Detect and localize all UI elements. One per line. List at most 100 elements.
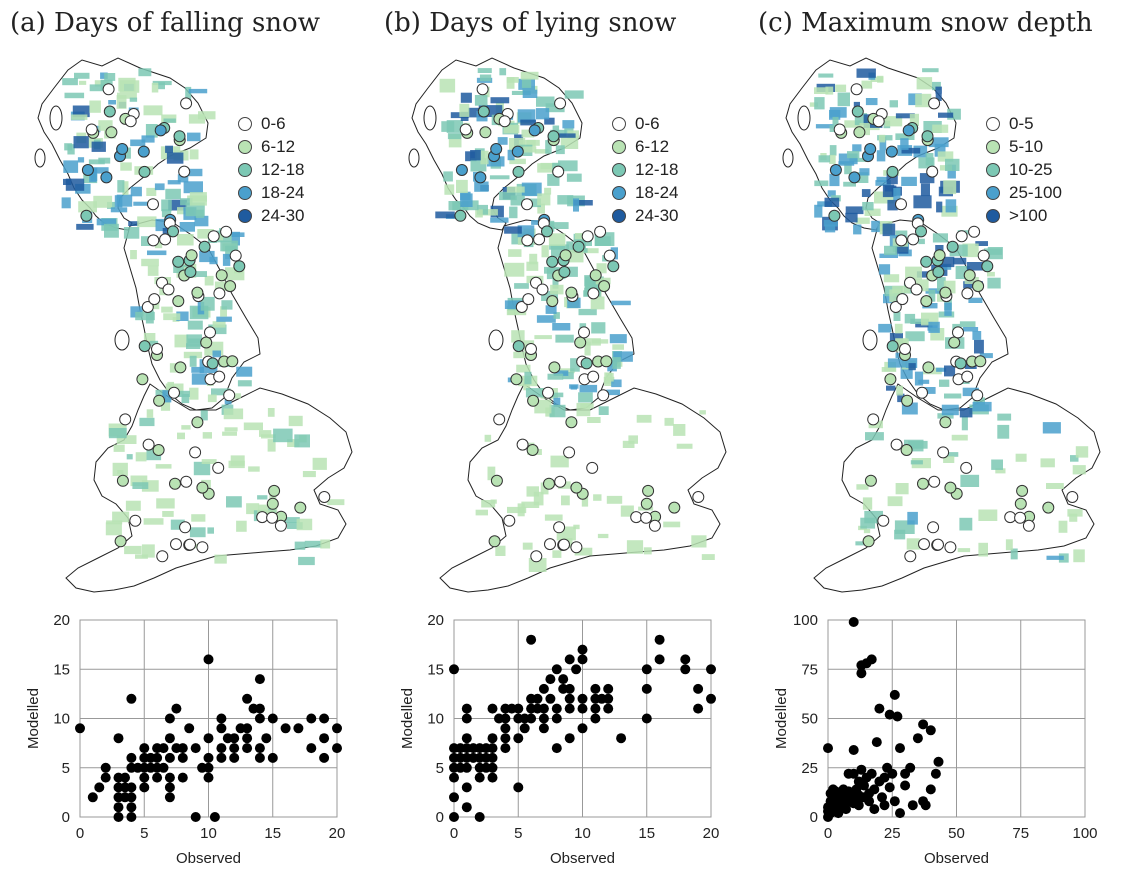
station-marker bbox=[955, 230, 968, 243]
station-marker bbox=[172, 255, 185, 268]
station-marker bbox=[256, 511, 269, 524]
map-shade-cell bbox=[522, 542, 533, 550]
map-shade-cell bbox=[814, 204, 823, 218]
station-marker bbox=[173, 130, 186, 143]
station-marker bbox=[474, 171, 487, 184]
map-shade-cell bbox=[112, 462, 128, 476]
map-shade-cell bbox=[925, 153, 934, 166]
map-shade-cell bbox=[947, 164, 956, 179]
map-shade-cell bbox=[553, 397, 561, 407]
map-shade-cell bbox=[973, 397, 985, 406]
station-marker bbox=[142, 438, 155, 451]
station-marker bbox=[154, 124, 167, 137]
data-point bbox=[461, 703, 472, 714]
map-shade-cell bbox=[212, 321, 226, 328]
map-shade-cell bbox=[852, 172, 869, 183]
station-marker bbox=[886, 165, 899, 178]
map-shade-cell bbox=[236, 366, 253, 377]
data-point bbox=[461, 762, 472, 773]
station-marker bbox=[886, 340, 899, 353]
map-shade-cell bbox=[504, 300, 523, 309]
map-shade-cell bbox=[141, 236, 151, 246]
map-shade-cell bbox=[824, 224, 836, 233]
station-marker bbox=[147, 198, 159, 211]
map-shade-cell bbox=[945, 199, 957, 213]
data-point bbox=[139, 743, 150, 754]
station-marker bbox=[124, 115, 137, 128]
map-shade-cell bbox=[987, 271, 995, 277]
station-marker bbox=[521, 198, 533, 211]
map-shade-cell bbox=[141, 135, 155, 143]
map-shade-cell bbox=[673, 424, 686, 436]
station-marker bbox=[565, 286, 578, 299]
map-shade-cell bbox=[593, 494, 602, 501]
map-shade-cell bbox=[76, 223, 94, 230]
station-marker bbox=[581, 230, 594, 243]
map-shade-cell bbox=[180, 198, 193, 206]
legend-swatch bbox=[612, 139, 626, 154]
map-shade-cell bbox=[932, 124, 949, 133]
map-shade-cell bbox=[207, 394, 217, 403]
map-shade-cell bbox=[65, 178, 85, 191]
map-shade-cell bbox=[643, 547, 652, 555]
map-shade-cell bbox=[943, 180, 957, 195]
map-shade-cell bbox=[208, 324, 227, 335]
map-shade-cell bbox=[537, 163, 553, 173]
station-marker bbox=[895, 198, 907, 211]
data-point bbox=[577, 723, 588, 734]
map-shade-cell bbox=[607, 360, 617, 372]
map-shade-cell bbox=[913, 195, 932, 209]
station-marker bbox=[512, 165, 525, 178]
data-point bbox=[164, 733, 175, 744]
map-shade-cell bbox=[838, 153, 858, 165]
map-shade-cell bbox=[510, 195, 525, 206]
station-marker bbox=[185, 249, 198, 262]
data-point bbox=[449, 812, 459, 822]
map-shade-cell bbox=[606, 389, 620, 396]
station-marker bbox=[922, 361, 935, 374]
map-shade-cell bbox=[187, 132, 201, 142]
data-point bbox=[925, 784, 936, 795]
station-marker bbox=[587, 287, 600, 300]
map-shade-cell bbox=[77, 157, 85, 163]
map-shade-cell bbox=[575, 233, 587, 240]
map-shade-cell bbox=[878, 134, 886, 143]
legend-item: 6-12 bbox=[612, 135, 678, 158]
map-shade-cell bbox=[966, 262, 986, 271]
station-marker bbox=[105, 126, 118, 139]
map-shade-cell bbox=[521, 129, 535, 138]
map-shade-cell bbox=[894, 323, 903, 334]
map-shade-cell bbox=[574, 547, 593, 556]
map-shade-cell bbox=[162, 390, 172, 403]
map-shade-cell bbox=[809, 102, 818, 107]
data-point bbox=[158, 743, 169, 754]
station-marker bbox=[563, 446, 576, 459]
data-point bbox=[577, 654, 588, 665]
data-point bbox=[487, 743, 498, 754]
map-shade-cell bbox=[544, 514, 563, 521]
station-marker bbox=[597, 389, 610, 402]
map-shade-cell bbox=[521, 182, 542, 197]
map-shade-cell bbox=[959, 517, 973, 531]
station-marker bbox=[542, 386, 554, 399]
map-shade-cell bbox=[838, 161, 855, 166]
map-shade-cell bbox=[443, 171, 453, 182]
legend-item: 10-25 bbox=[986, 158, 1062, 181]
station-marker bbox=[578, 326, 590, 339]
map-shade-cell bbox=[151, 82, 159, 93]
station-marker bbox=[103, 105, 116, 118]
map-shade-cell bbox=[163, 118, 176, 123]
map-shade-cell bbox=[170, 519, 185, 530]
station-marker bbox=[853, 126, 866, 139]
data-point bbox=[216, 752, 227, 763]
map-shade-cell bbox=[130, 475, 148, 487]
map-shade-cell bbox=[112, 511, 130, 523]
station-marker bbox=[233, 260, 246, 273]
data-point bbox=[874, 703, 885, 714]
station-marker bbox=[598, 280, 611, 293]
map-shade-cell bbox=[160, 398, 171, 411]
map-shade-cell bbox=[968, 297, 983, 303]
map-shade-cell bbox=[605, 372, 614, 382]
map-shade-cell bbox=[906, 538, 920, 550]
data-point bbox=[590, 713, 601, 724]
